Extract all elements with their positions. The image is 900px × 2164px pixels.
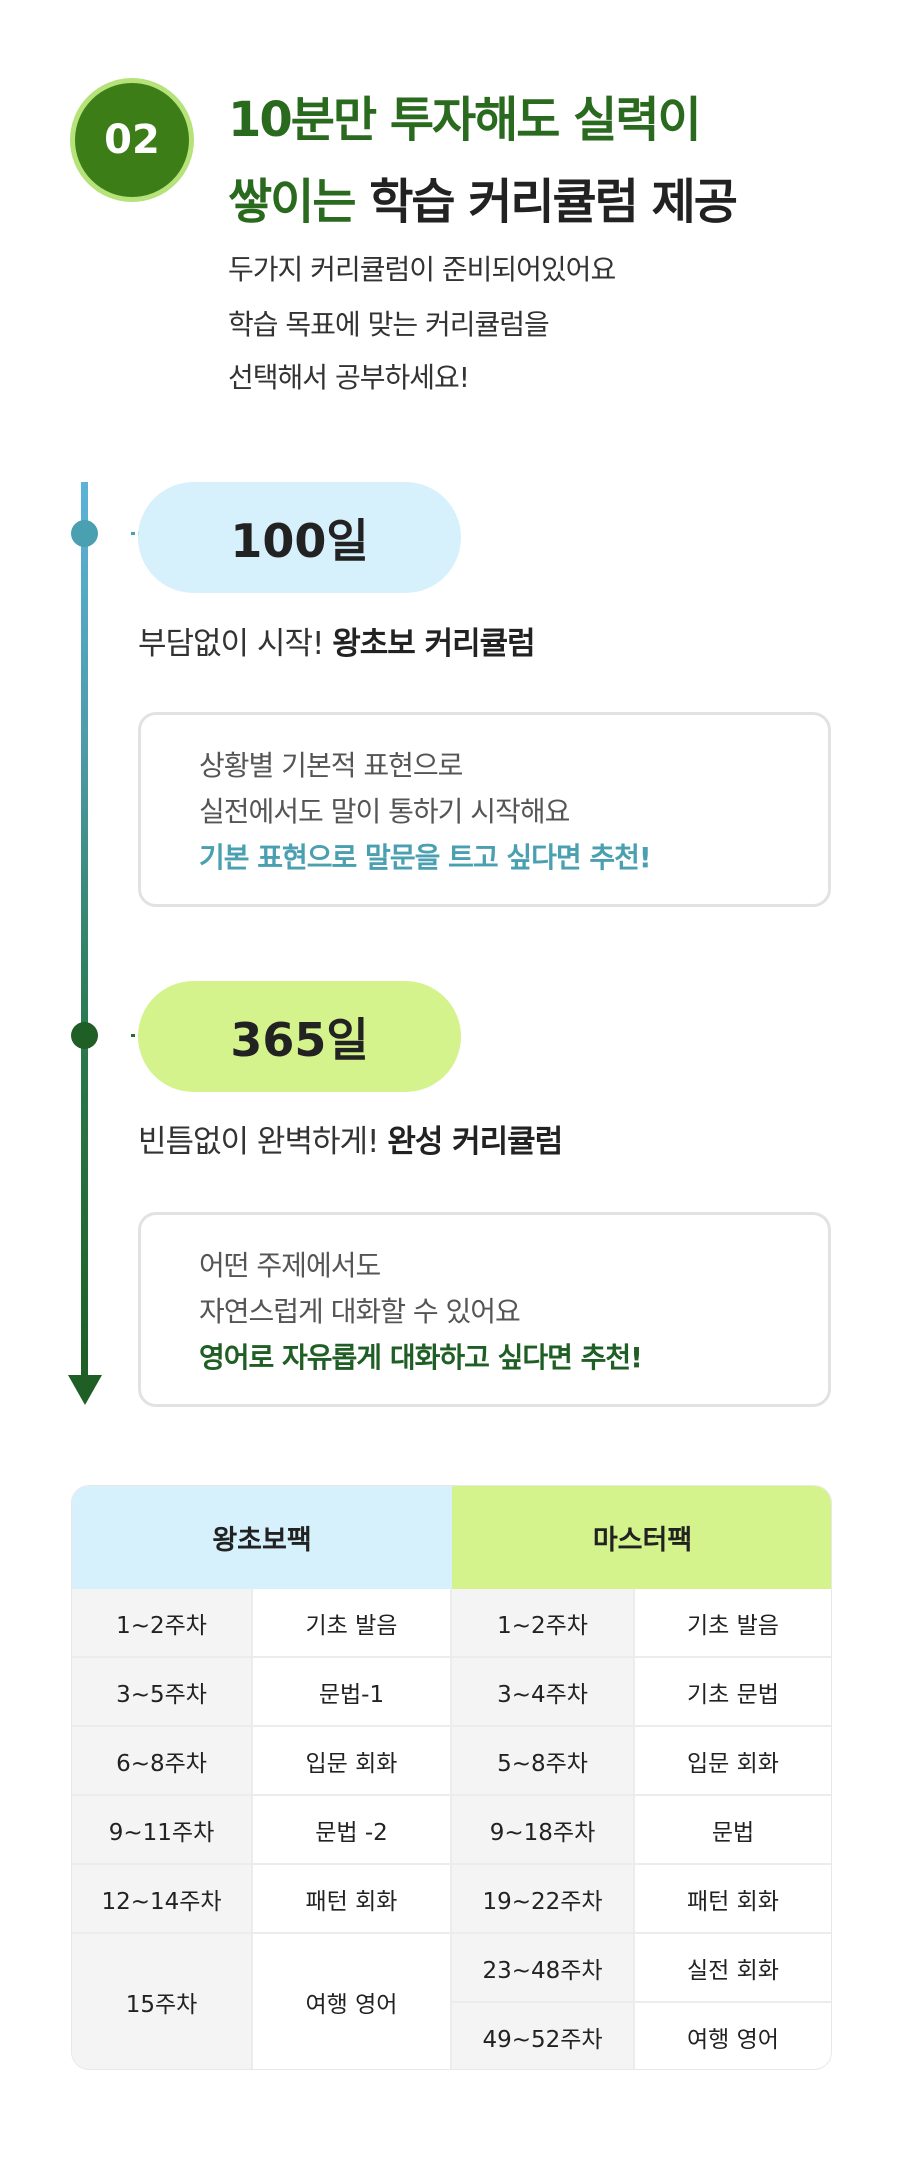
timeline-dot xyxy=(71,1022,98,1049)
title-dark: 학습 커리큘럼 제공 xyxy=(369,174,738,230)
recommend-text: 기본 표현으로 말문을 트고 싶다면 추천! xyxy=(199,841,652,874)
table-cell: 3~5주차 xyxy=(72,1658,253,1727)
title-line-2: 쌓이는 학습 커리큘럼 제공 xyxy=(228,172,738,232)
arrow-down-icon xyxy=(68,1375,102,1405)
table-cell: 6~8주차 xyxy=(72,1727,253,1796)
table-cell: 패턴 회화 xyxy=(253,1865,452,1934)
table-cell: 9~11주차 xyxy=(72,1796,253,1865)
card-line: 실전에서도 말이 통하기 시작해요 xyxy=(199,795,570,828)
days-pill: 100일 xyxy=(138,482,461,593)
table-cell: 문법 xyxy=(635,1796,831,1865)
curriculum-card: 어떤 주제에서도 자연스럽게 대화할 수 있어요 영어로 자유롭게 대화하고 싶… xyxy=(138,1212,831,1407)
lead-bold: 왕초보 커리큘럼 xyxy=(332,626,535,662)
card-line: 어떤 주제에서도 xyxy=(199,1249,381,1282)
subtitle-3: 선택해서 공부하세요! xyxy=(228,361,470,394)
header-master: 마스터팩 xyxy=(452,1486,831,1589)
table-cell: 23~48주차 xyxy=(452,1934,635,2003)
card-line: 상황별 기본적 표현으로 xyxy=(199,749,463,782)
table-cell: 실전 회화 xyxy=(635,1934,831,2003)
table-cell: 입문 회화 xyxy=(253,1727,452,1796)
table-cell: 여행 영어 xyxy=(635,2003,831,2069)
table-cell: 문법-1 xyxy=(253,1658,452,1727)
card-line: 자연스럽게 대화할 수 있어요 xyxy=(199,1295,521,1328)
table-cell: 15주차 xyxy=(72,1934,253,2069)
title-line-1: 10분만 투자해도 실력이 xyxy=(228,92,702,148)
table-cell: 기초 발음 xyxy=(253,1589,452,1658)
title-green: 쌓이는 xyxy=(228,174,356,230)
timeline-dot xyxy=(71,520,98,547)
table-cell: 19~22주차 xyxy=(452,1865,635,1934)
lead-bold: 완성 커리큘럼 xyxy=(387,1124,563,1160)
step-badge: 02 xyxy=(70,78,194,202)
table-cell: 1~2주차 xyxy=(452,1589,635,1658)
table-cell: 3~4주차 xyxy=(452,1658,635,1727)
recommend-text: 영어로 자유롭게 대화하고 싶다면 추천! xyxy=(199,1341,643,1374)
timeline-line xyxy=(81,482,88,1382)
days-pill: 365일 xyxy=(138,981,461,1092)
table-cell: 문법 -2 xyxy=(253,1796,452,1865)
subtitle-2: 학습 목표에 맞는 커리큘럼을 xyxy=(228,308,550,341)
table-cell: 12~14주차 xyxy=(72,1865,253,1934)
table-cell: 5~8주차 xyxy=(452,1727,635,1796)
subtitle-1: 두가지 커리큘럼이 준비되어있어요 xyxy=(228,253,616,286)
table-cell: 입문 회화 xyxy=(635,1727,831,1796)
lead-text: 부담없이 시작! xyxy=(138,626,324,662)
curriculum-card: 상황별 기본적 표현으로 실전에서도 말이 통하기 시작해요 기본 표현으로 말… xyxy=(138,712,831,907)
table-cell: 49~52주차 xyxy=(452,2003,635,2069)
table-cell: 기초 문법 xyxy=(635,1658,831,1727)
table-cell: 1~2주차 xyxy=(72,1589,253,1658)
curriculum-lead: 부담없이 시작! 왕초보 커리큘럼 xyxy=(138,618,536,663)
table-cell: 여행 영어 xyxy=(253,1934,452,2069)
curriculum-lead: 빈틈없이 완벽하게! 완성 커리큘럼 xyxy=(138,1116,563,1161)
lead-text: 빈틈없이 완벽하게! xyxy=(138,1124,379,1160)
table-cell: 패턴 회화 xyxy=(635,1865,831,1934)
table-cell: 기초 발음 xyxy=(635,1589,831,1658)
table-cell: 9~18주차 xyxy=(452,1796,635,1865)
header-basic: 왕초보팩 xyxy=(72,1486,452,1589)
